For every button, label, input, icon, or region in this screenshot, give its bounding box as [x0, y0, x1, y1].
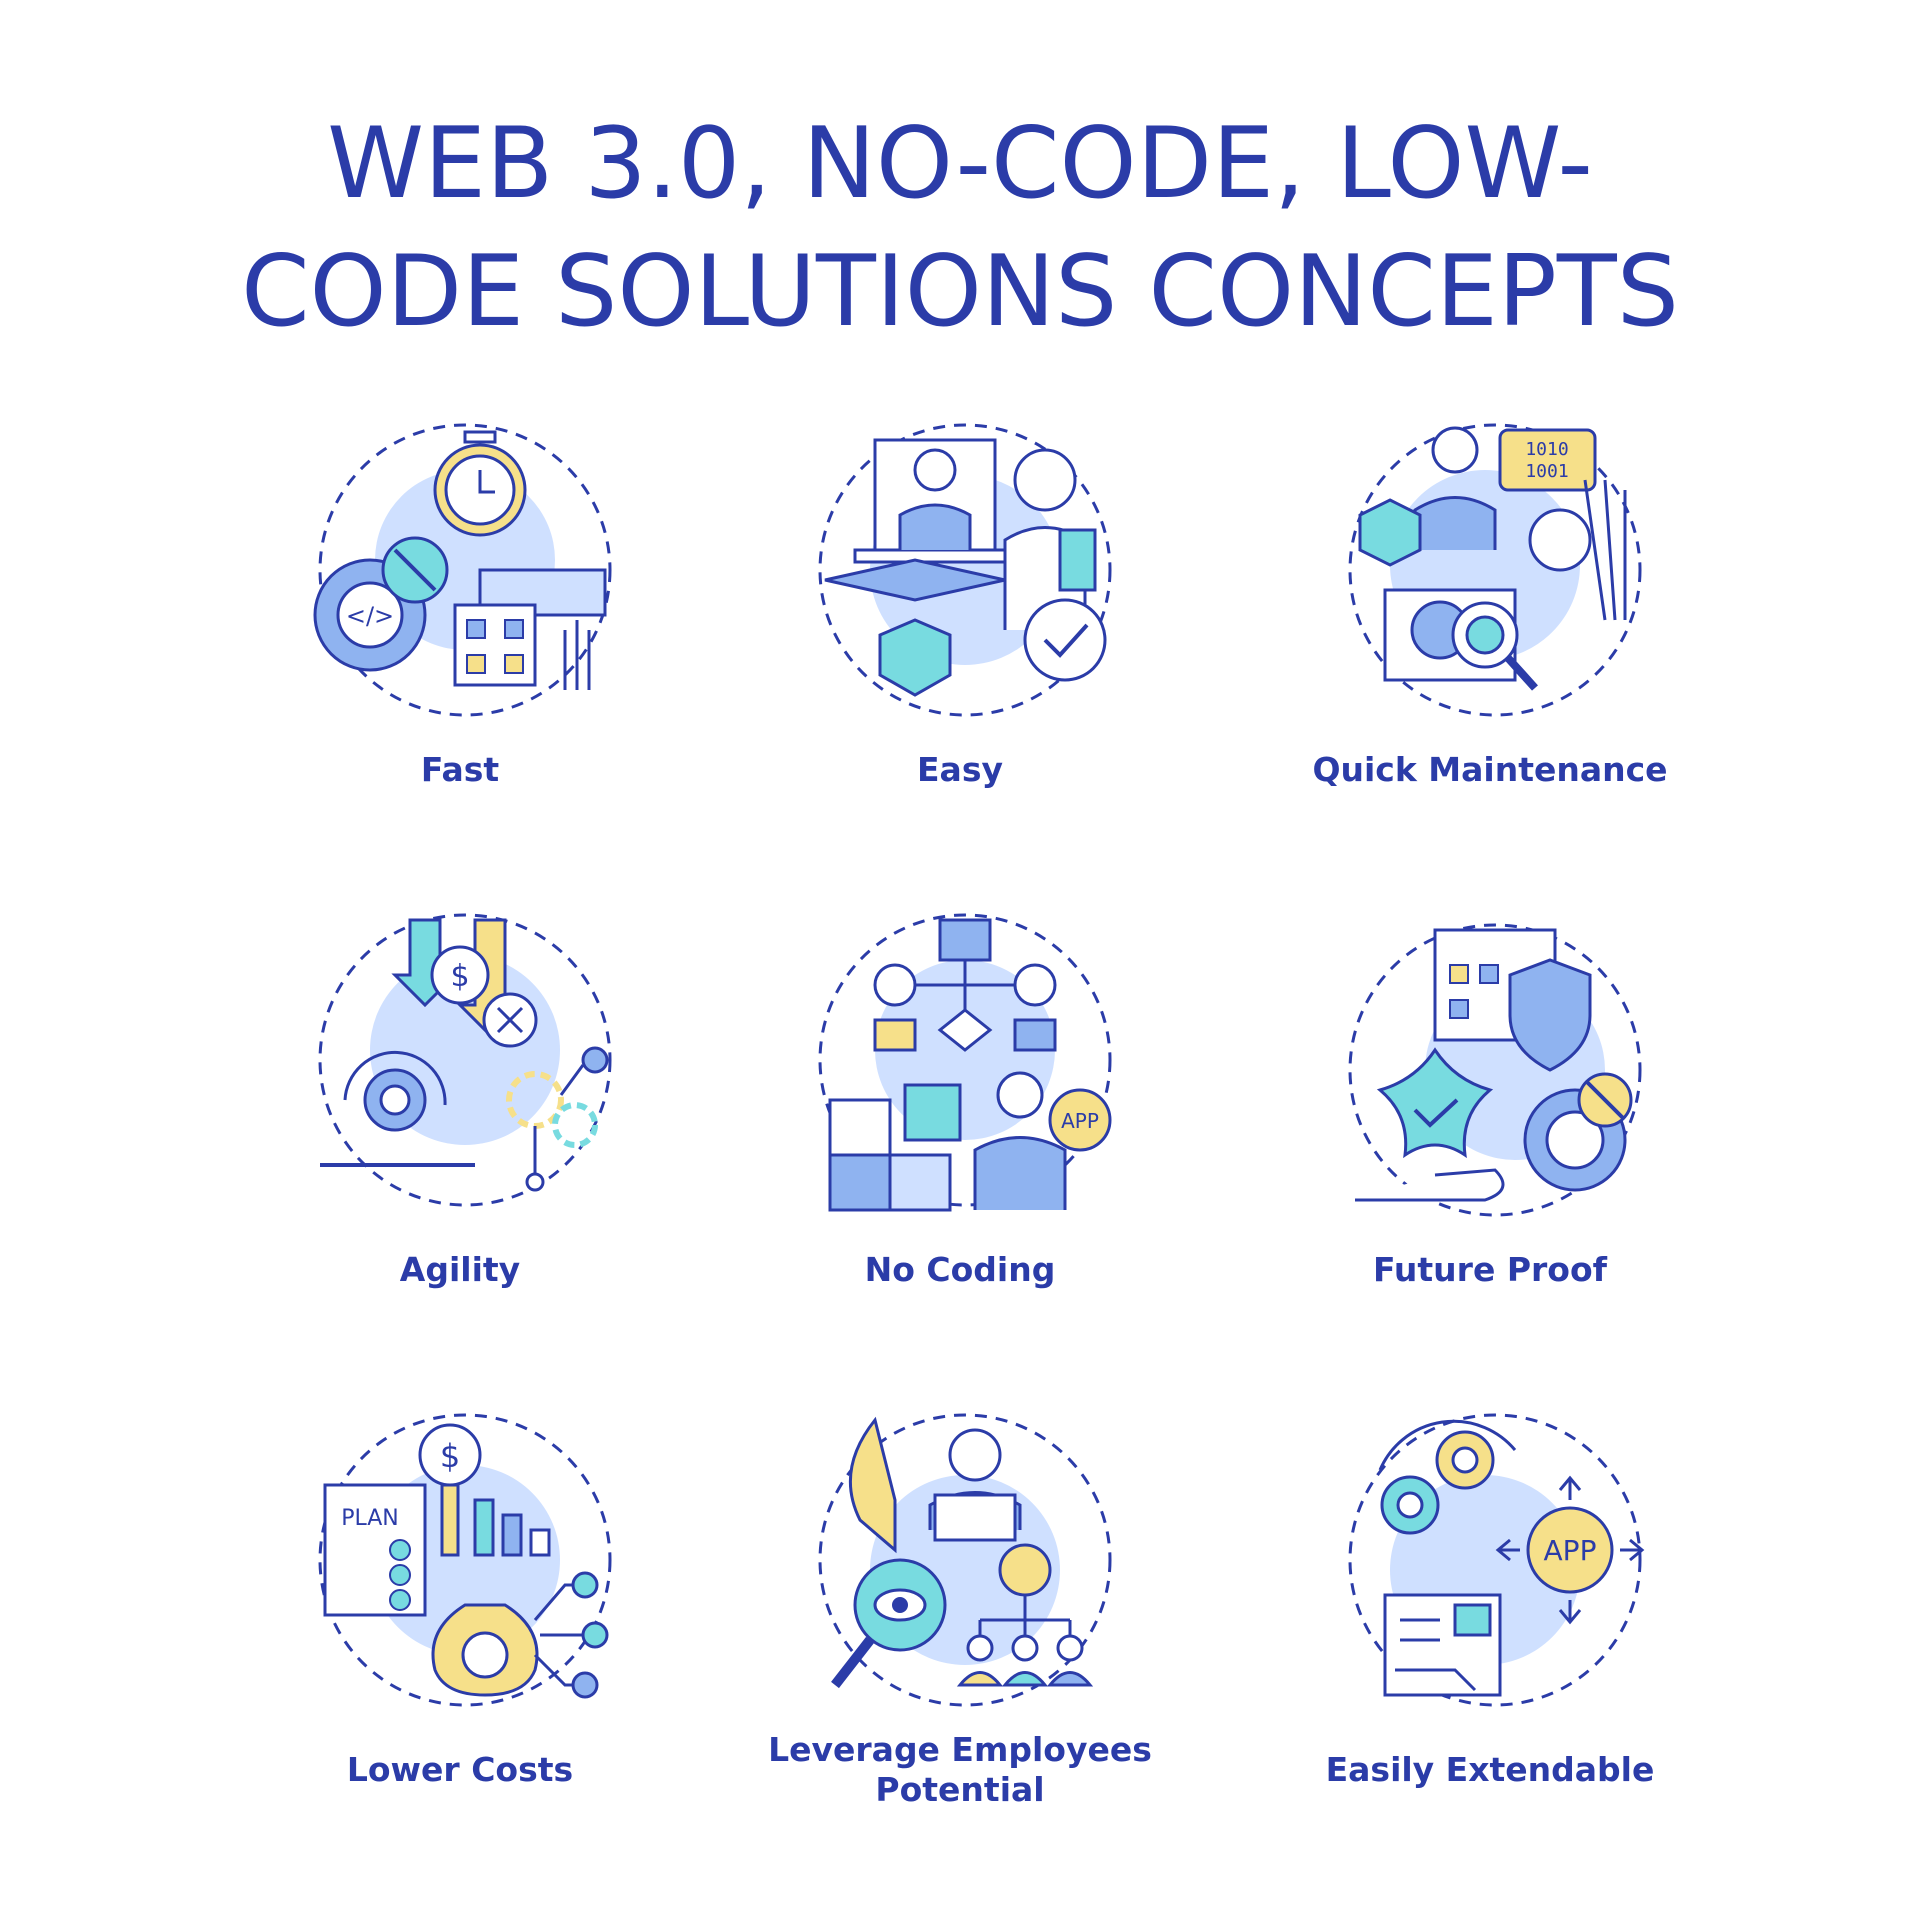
concept-leverage-employees-potential: Leverage Employees Potential — [700, 1413, 1220, 1920]
concept-agility: $ Agility — [200, 913, 720, 1420]
svg-text:1010: 1010 — [1525, 439, 1568, 460]
concept-easy: Easy — [700, 420, 1220, 920]
concept-label: Easy — [917, 750, 1003, 789]
page-title: WEB 3.0, NO-CODE, LOW- CODE SOLUTIONS CO… — [0, 100, 1920, 356]
concept-no-coding: APP No Coding — [700, 913, 1220, 1420]
concept-label: No Coding — [864, 1250, 1056, 1289]
title-line-2: CODE SOLUTIONS CONCEPTS — [241, 235, 1679, 349]
concept-quick-maintenance: 1010 1001 Quick Maintenance — [1230, 420, 1750, 920]
shield-star-icon — [1348, 923, 1642, 1217]
concept-easily-extendable: APP Easily Extendable — [1230, 1413, 1750, 1920]
svg-text:APP: APP — [1544, 1534, 1597, 1567]
concept-label-line-2: Potential — [875, 1770, 1045, 1809]
concept-label: Agility — [399, 1250, 521, 1289]
svg-text:APP: APP — [1061, 1109, 1099, 1133]
title-line-1: WEB 3.0, NO-CODE, LOW- — [327, 107, 1593, 221]
concept-future-proof: Future Proof — [1230, 920, 1750, 1420]
svg-text:</>: </> — [346, 602, 394, 630]
flowchart-puzzle-icon: APP — [818, 913, 1112, 1212]
concept-lower-costs: $ PLAN Lower Costs — [200, 1413, 720, 1920]
online-learning-icon — [818, 423, 1112, 717]
concept-label: Leverage Employees Potential — [700, 1730, 1220, 1810]
concept-label-line-1: Leverage Employees — [768, 1730, 1152, 1769]
agility-cycle-icon: $ — [318, 913, 612, 1207]
concept-label: Easily Extendable — [1325, 1750, 1655, 1789]
svg-text:$: $ — [440, 1437, 460, 1475]
concept-label: Future Proof — [1373, 1250, 1607, 1289]
concept-label: Fast — [420, 750, 500, 789]
concept-label: Lower Costs — [346, 1750, 574, 1789]
svg-text:PLAN: PLAN — [341, 1506, 399, 1531]
svg-text:1001: 1001 — [1525, 461, 1568, 482]
employees-eye-icon — [818, 1413, 1112, 1707]
concept-fast: </> Fast — [200, 420, 720, 920]
app-extend-icon: APP — [1348, 1413, 1645, 1707]
svg-text:$: $ — [450, 959, 469, 994]
maintenance-magnifier-icon: 1010 1001 — [1348, 423, 1642, 717]
stopwatch-gear-calendar-icon: </> — [313, 423, 612, 717]
plan-moneybag-icon: $ PLAN — [318, 1413, 612, 1707]
concept-label: Quick Maintenance — [1312, 750, 1668, 789]
